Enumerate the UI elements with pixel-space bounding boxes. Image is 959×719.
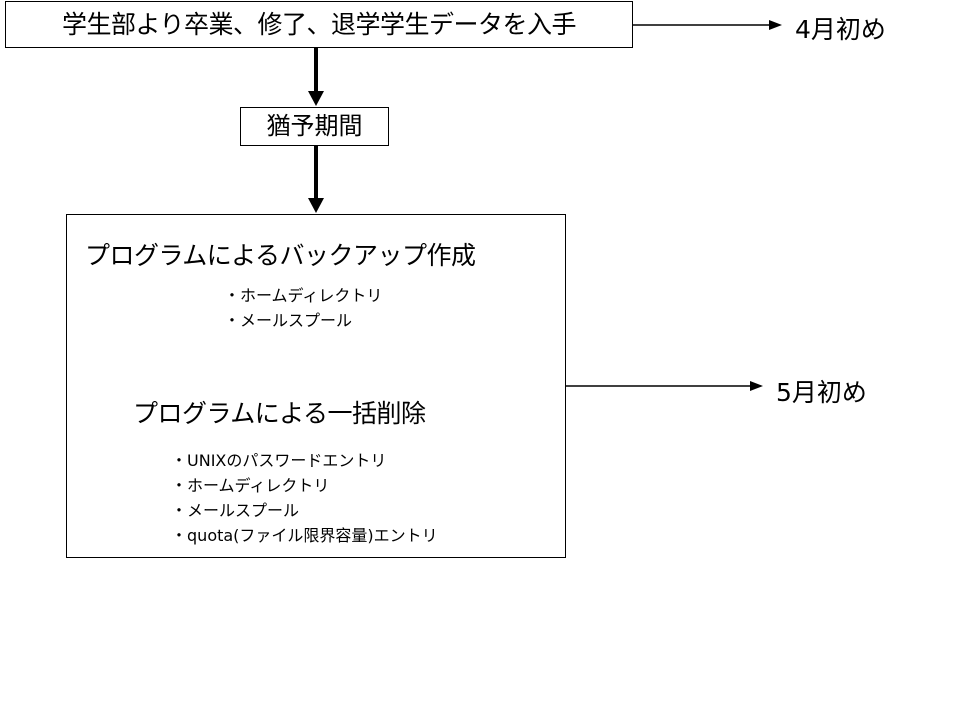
delete-item: メールスプール: [171, 498, 438, 523]
backup-item: ホームディレクトリ: [224, 283, 382, 308]
grace-period-box: 猶予期間: [240, 107, 389, 146]
backup-heading: プログラムによるバックアップ作成: [85, 241, 476, 270]
process-box: プログラムによるバックアップ作成 ホームディレクトリ メールスプール プログラム…: [66, 214, 566, 558]
delete-item: ホームディレクトリ: [171, 473, 438, 498]
arrowhead-to-april: [769, 20, 782, 30]
arrowhead-title-to-grace: [308, 91, 324, 106]
delete-item: UNIXのパスワードエントリ: [171, 448, 438, 473]
timing-label-april: 4月初め: [795, 15, 886, 44]
data-acquisition-box: 学生部より卒業、修了、退学学生データを入手: [5, 1, 633, 48]
delete-item-list: UNIXのパスワードエントリ ホームディレクトリ メールスプール quota(フ…: [171, 448, 438, 548]
backup-item: メールスプール: [224, 308, 382, 333]
data-acquisition-text: 学生部より卒業、修了、退学学生データを入手: [61, 10, 577, 39]
arrowhead-grace-to-main: [308, 198, 324, 213]
delete-item: quota(ファイル限界容量)エントリ: [171, 523, 438, 548]
timing-label-may: 5月初め: [776, 378, 867, 407]
arrowhead-to-may: [750, 381, 763, 391]
delete-heading: プログラムによる一括削除: [133, 399, 426, 428]
backup-item-list: ホームディレクトリ メールスプール: [224, 283, 382, 333]
grace-period-text: 猶予期間: [266, 112, 363, 140]
